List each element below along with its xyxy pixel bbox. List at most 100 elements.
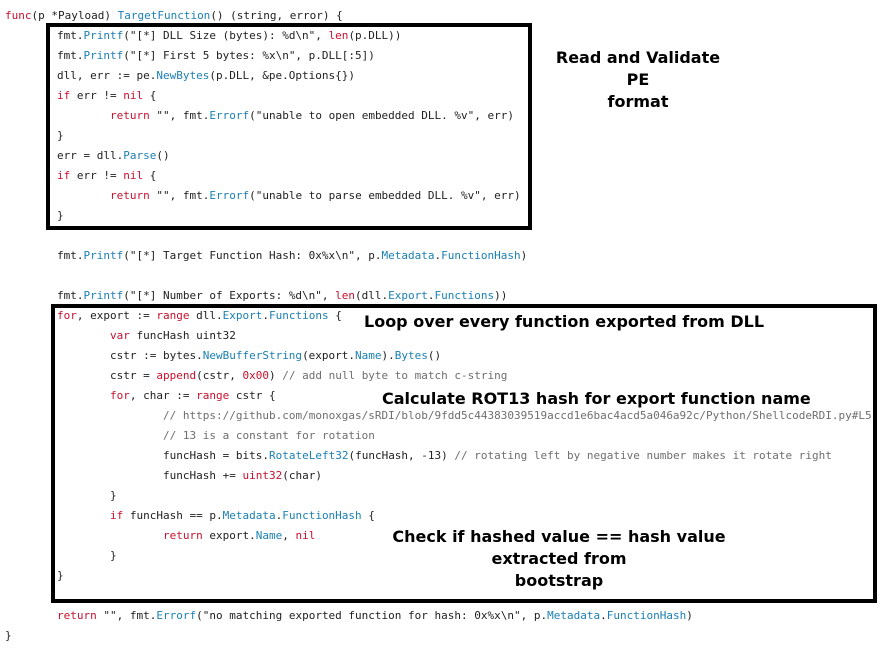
code-token: err !=: [70, 169, 124, 182]
code-line: func(p *Payload) TargetFunction() (strin…: [5, 6, 343, 26]
code-token: Printf: [83, 249, 124, 262]
code-token: }: [110, 549, 117, 562]
code-token: return: [110, 109, 150, 122]
code-token: }: [57, 209, 64, 222]
code-token: }: [57, 569, 64, 582]
code-token: (dll.: [355, 289, 389, 302]
code-token: .: [600, 609, 607, 622]
code-line: funcHash = bits.RotateLeft32(funcHash, -…: [163, 446, 832, 466]
code-token: // add null byte to match c-string: [282, 369, 508, 382]
code-line: return export.Name, nil: [163, 526, 315, 546]
code-token: }: [5, 629, 12, 642]
code-token: 0x00: [242, 369, 269, 382]
code-token: {: [328, 309, 342, 322]
code-token: Printf: [83, 29, 124, 42]
code-token: // https://github.com/monoxgas/sRDI/blob…: [163, 409, 872, 422]
code-line: }: [57, 566, 64, 586]
code-token: nil: [123, 89, 144, 102]
code-token: {: [143, 89, 157, 102]
code-token: ("[*] DLL Size (bytes): %d\n",: [123, 29, 329, 42]
code-token: "", fmt.: [149, 109, 210, 122]
code-token: (p.DLL, &pe.Options{}): [209, 69, 356, 82]
code-token: if: [57, 89, 71, 102]
code-token: (funcHash, -13): [348, 449, 455, 462]
code-token: cstr =: [110, 369, 157, 382]
code-token: Name: [255, 529, 283, 542]
code-line: var funcHash uint32: [110, 326, 236, 346]
code-token: Bytes: [394, 349, 428, 362]
code-token: return: [163, 529, 203, 542]
code-token: Errorf: [209, 189, 250, 202]
code-line: cstr = append(cstr, 0x00) // add null by…: [110, 366, 507, 386]
code-line: fmt.Printf("[*] DLL Size (bytes): %d\n",…: [57, 26, 401, 46]
annotation-loop-exports: Loop over every function exported from D…: [364, 312, 765, 331]
code-token: if: [110, 509, 124, 522]
code-line: cstr := bytes.NewBufferString(export.Nam…: [110, 346, 441, 366]
code-token: (p.DLL)): [348, 29, 402, 42]
code-line: return "", fmt.Errorf("unable to parse e…: [110, 186, 521, 206]
code-token: Functions: [268, 309, 329, 322]
code-token: .: [427, 289, 435, 302]
code-token: , char :=: [129, 389, 197, 402]
code-line: // https://github.com/monoxgas/sRDI/blob…: [163, 406, 872, 426]
code-token: Metadata: [381, 249, 435, 262]
code-token: FunctionHash: [606, 609, 687, 622]
code-token: ): [686, 609, 693, 622]
code-line: if err != nil {: [57, 166, 156, 186]
code-line: // 13 is a constant for rotation: [163, 426, 375, 446]
code-token: Name: [355, 349, 382, 362]
code-token: err = dll.: [57, 149, 124, 162]
code-token: for: [110, 389, 130, 402]
code-token: cstr := bytes.: [110, 349, 203, 362]
code-token: // rotating left by negative number make…: [454, 449, 832, 462]
code-token: TargetFunction: [117, 9, 211, 22]
code-line: err = dll.Parse(): [57, 146, 170, 166]
code-token: Printf: [83, 49, 124, 62]
code-token: len: [328, 29, 349, 42]
code-token: .: [262, 309, 269, 322]
code-token: ).: [381, 349, 395, 362]
code-line: }: [57, 126, 64, 146]
code-token: RotateLeft32: [268, 449, 349, 462]
code-token: len: [335, 289, 356, 302]
code-token: fmt.: [57, 29, 84, 42]
code-token: .: [434, 249, 442, 262]
code-token: }: [57, 129, 64, 142]
code-token: ("unable to open embedded DLL. %v", err): [249, 109, 515, 122]
code-line: }: [110, 486, 117, 506]
code-token: fmt.: [57, 49, 84, 62]
code-token: , export :=: [76, 309, 157, 322]
code-token: Printf: [83, 289, 124, 302]
code-line: }: [57, 206, 64, 226]
code-token: cstr {: [229, 389, 276, 402]
code-token: }: [110, 489, 117, 502]
code-token: {: [143, 169, 157, 182]
code-token: ("[*] First 5 bytes: %x\n", p.DLL[:5]): [123, 49, 375, 62]
code-token: range: [156, 309, 190, 322]
code-token: funcHash = bits.: [163, 449, 269, 462]
code-token: "", fmt.: [149, 189, 210, 202]
code-token: return: [57, 609, 97, 622]
code-token: ): [268, 369, 283, 382]
code-token: dll.: [189, 309, 223, 322]
code-token: var: [110, 329, 130, 342]
code-line: fmt.Printf("[*] Target Function Hash: 0x…: [57, 246, 527, 266]
code-token: Parse: [123, 149, 157, 162]
code-token: ("[*] Number of Exports: %d\n",: [123, 289, 336, 302]
code-line: if err != nil {: [57, 86, 156, 106]
code-token: (cstr,: [196, 369, 243, 382]
code-line: fmt.Printf("[*] Number of Exports: %d\n"…: [57, 286, 507, 306]
code-token: nil: [295, 529, 316, 542]
code-token: ,: [282, 529, 296, 542]
code-line: dll, err := pe.NewBytes(p.DLL, &pe.Optio…: [57, 66, 355, 86]
code-token: ("no matching exported function for hash…: [196, 609, 548, 622]
code-token: func: [5, 9, 32, 22]
code-token: FunctionHash: [282, 509, 362, 522]
code-line: }: [5, 626, 12, 646]
code-token: nil: [123, 169, 144, 182]
code-token: () (string, error) {: [210, 9, 343, 22]
code-token: Export: [388, 289, 428, 302]
code-line: return "", fmt.Errorf("unable to open em…: [110, 106, 514, 126]
code-token: (p *Payload): [31, 9, 118, 22]
code-token: funcHash == p.: [123, 509, 223, 522]
